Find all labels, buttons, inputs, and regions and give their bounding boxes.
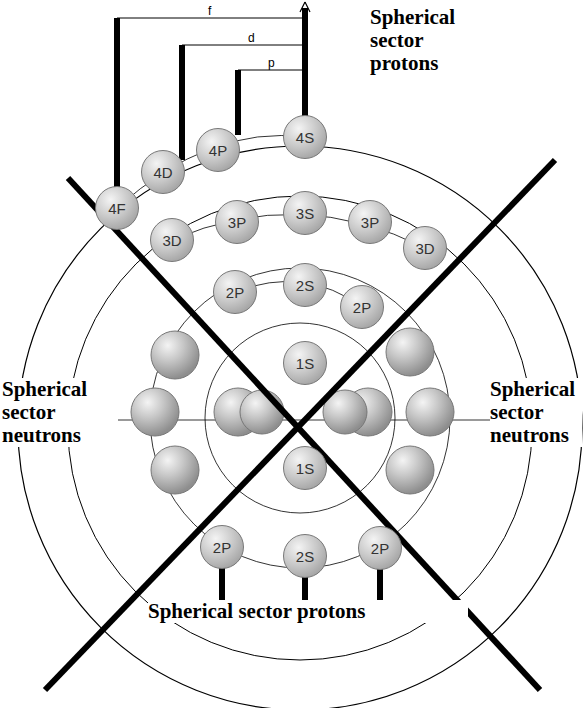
nucleon-sphere: 3D (150, 218, 194, 262)
orbital-label: 1S (296, 355, 314, 372)
orbital-label: 1S (296, 460, 314, 477)
dimension-letter: p (266, 57, 277, 69)
nucleon-sphere: 2P (340, 285, 384, 329)
orbital-label: 3D (415, 240, 434, 257)
nucleon-sphere: 4F (95, 186, 139, 230)
orbital-label: 2P (213, 539, 231, 556)
nucleon-sphere: 3P (348, 200, 392, 244)
orbital-label: 2P (353, 299, 371, 316)
sector-label: Spherical sector neutrons (490, 378, 582, 447)
nucleon-sphere: 2P (358, 526, 402, 570)
nucleon-sphere: 3D (403, 226, 447, 270)
orbital-label: 4F (108, 200, 126, 217)
sector-label: Spherical sector protons (370, 6, 490, 75)
sector-label: Spherical sector neutrons (2, 378, 118, 447)
orbital-label: 4P (209, 142, 227, 159)
orbital-label: 3P (228, 214, 246, 231)
orbital-label: 3P (361, 214, 379, 231)
nucleon-sphere: 2P (200, 525, 244, 569)
nucleon-sphere: 1S (283, 446, 327, 490)
orbital-label: 2P (371, 540, 389, 557)
nucleon-sphere: 2S (283, 263, 327, 307)
orbital-label: 4S (296, 129, 314, 146)
orbital-label: 3D (162, 232, 181, 249)
orbital-label: 2S (296, 277, 314, 294)
nucleon-sphere: 2P (213, 270, 257, 314)
nucleon-sphere: 3P (215, 200, 259, 244)
dimension-letter: d (246, 32, 257, 44)
nucleon-sphere: 4S (283, 115, 327, 159)
orbital-label: 4D (153, 164, 172, 181)
nucleon-sphere: 4D (141, 150, 185, 194)
sector-label: Spherical sector protons (148, 600, 468, 623)
nucleon-sphere: 3S (283, 191, 327, 235)
nucleon-sphere: 4P (196, 128, 240, 172)
dimension-letter: f (206, 5, 213, 17)
nucleon-sphere: 2S (283, 534, 327, 578)
orbital-label: 2S (296, 548, 314, 565)
orbital-label: 3S (296, 205, 314, 222)
orbital-label: 2P (226, 284, 244, 301)
nucleon-sphere: 1S (283, 341, 327, 385)
